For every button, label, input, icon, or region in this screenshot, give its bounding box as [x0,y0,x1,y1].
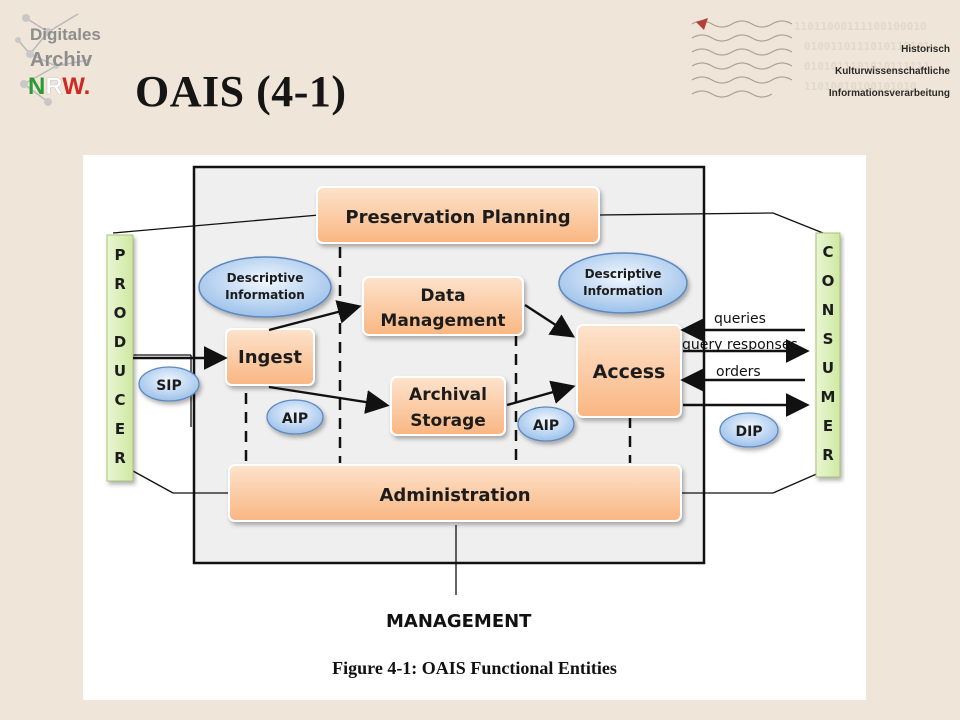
logo-word-historisch: Historisch [901,44,950,55]
consumer-letter-e: E [823,417,833,435]
producer-letter-r2: R [114,449,126,467]
descriptive-information-right-ellipse: Descriptive Information [558,252,688,314]
producer-letter-d: D [114,333,126,351]
producer-letter-e: E [115,420,125,438]
binary-line-2: 0100110111010110101 [804,40,930,53]
oais-diagram: Preservation Planning Descriptive Inform… [106,165,841,595]
logo-letter-w: W [62,73,85,100]
archival-storage-line1: Archival [409,385,487,405]
consumer-letter-c: C [822,243,833,261]
consumer-letter-u: U [822,359,834,377]
arrow-archival-storage-to-access [506,380,576,407]
producer-letter-c: C [114,391,125,409]
preservation-planning-label: Preservation Planning [345,207,570,228]
descriptive-info-right-line2: Information [583,284,663,298]
arrow-data-management-to-access [524,303,576,338]
logo-word-kulturwissenschaftliche: Kulturwissenschaftliche [835,66,950,77]
dip-ellipse: DIP [719,412,779,448]
management-label: MANAGEMENT [386,611,532,632]
consumer-letter-s: S [823,330,834,348]
consumer-column: C O N S U M E R [815,232,841,478]
flow-arrows [133,300,810,417]
logo-line-2: Archiv [30,49,93,71]
administration-box: Administration [228,464,682,522]
aip-left-label: AIP [282,411,308,427]
producer-column: P R O D U C E R [106,234,134,482]
archival-storage-box: Archival Storage [390,376,506,436]
binary-line-4: 11010010100101010 [804,80,917,93]
aip-left-ellipse: AIP [266,399,324,435]
figure-caption: Figure 4-1: OAIS Functional Entities [332,658,617,678]
descriptive-info-left-line2: Information [225,288,305,302]
logo-line-1: Digitales [30,25,101,44]
producer-letter-o: O [114,304,127,322]
producer-letter-r: R [114,275,126,293]
consumer-letter-r: R [822,446,834,464]
query-responses-label: query responses [682,337,798,353]
binary-line-3: 0101011101010111111 [804,60,930,73]
manuscript-image [686,12,816,100]
consumer-letter-o: O [822,272,835,290]
producer-letter-p: P [115,246,126,264]
orders-label: orders [716,364,761,380]
arrow-ingest-to-data-management [268,300,362,332]
descriptive-information-left-ellipse: Descriptive Information [198,256,332,318]
administration-label: Administration [379,485,530,506]
logo-network-graphic: Digitales Archiv NRW. [15,13,101,106]
data-management-box: Data Management [362,276,524,336]
access-label: Access [593,361,666,383]
aip-right-ellipse: AIP [517,406,575,442]
data-management-line2: Management [380,311,505,331]
preservation-planning-box: Preservation Planning [316,186,600,244]
data-management-line1: Data [420,286,465,306]
ingest-box: Ingest [225,328,315,386]
ingest-label: Ingest [238,347,302,368]
oais-figure: Preservation Planning Descriptive Inform… [83,155,866,700]
sip-ellipse: SIP [138,366,200,402]
logo-word-informationsverarbeitung: Informationsverarbeitung [829,88,950,99]
access-box: Access [576,324,682,418]
descriptive-info-left-line1: Descriptive [227,271,304,285]
consumer-letter-n: N [822,301,835,319]
binary-line-1: 11011000111100100010 [794,20,926,33]
aip-right-label: AIP [533,418,559,434]
hki-logo: 11011000111100100010 0100110111010110101… [686,12,954,100]
producer-letter-u: U [114,362,126,380]
page-title: OAIS (4-1) [135,67,347,116]
logo-letter-r: R [45,73,62,100]
arrow-ingest-to-archival-storage [268,385,390,414]
consumer-letter-m: M [821,388,836,406]
logo-letter-dot: . [84,73,91,100]
descriptive-info-right-line1: Descriptive [585,267,662,281]
queries-label: queries [714,311,766,327]
digitales-archiv-nrw-logo: Digitales Archiv NRW. [8,4,128,112]
dip-label: DIP [735,424,762,440]
dashed-dividers [244,247,632,463]
archival-storage-line2: Storage [410,411,486,431]
sip-label: SIP [156,378,182,394]
logo-line-3: NRW. [28,73,90,100]
logo-letter-n: N [28,73,45,100]
